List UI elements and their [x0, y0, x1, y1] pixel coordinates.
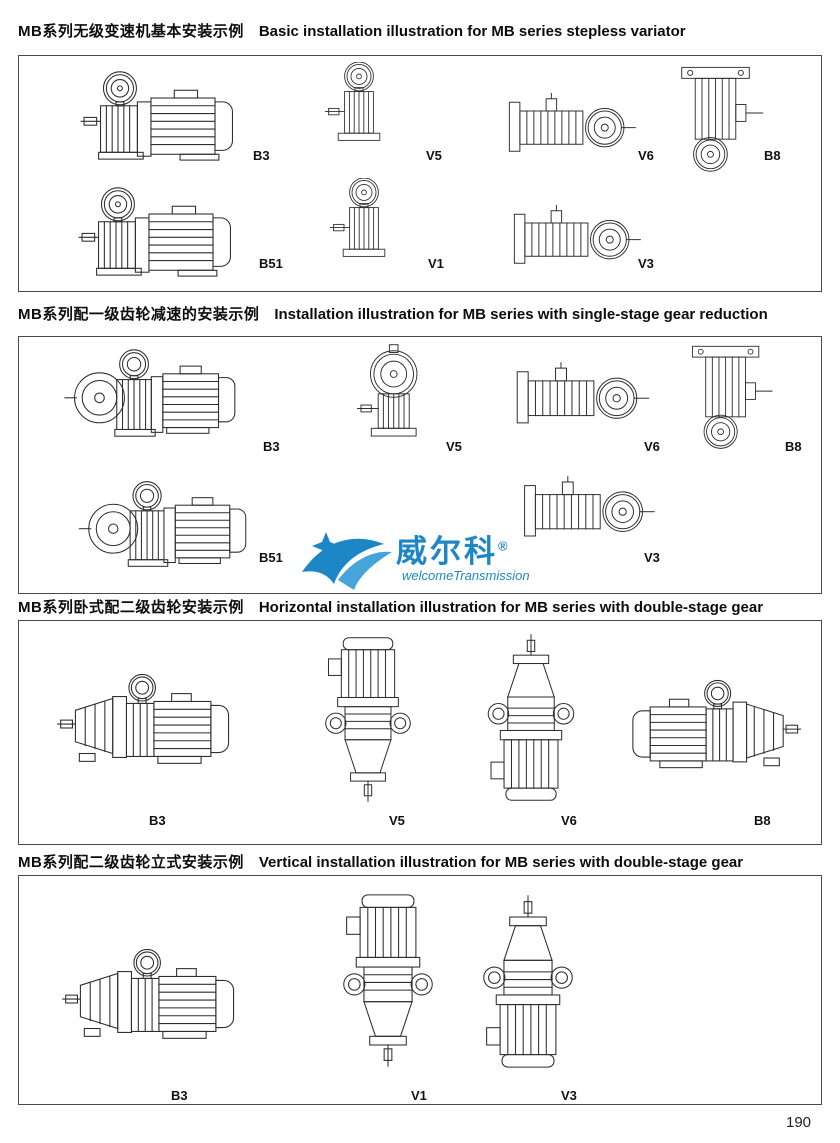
- figure-label-b3: B3: [253, 148, 270, 163]
- section-title-horizontal-double: MB系列卧式配二级齿轮安装示例 Horizontal installation …: [18, 596, 763, 617]
- drawing-b8-variator-wall: [681, 66, 764, 172]
- brand-subtitle: welcomeTransmission: [402, 568, 530, 583]
- drawing-b3-variator-horizontal: [80, 71, 233, 161]
- figure-label-b8: B8: [764, 148, 781, 163]
- drawing-b51-gear-variator-horizontal: [78, 481, 247, 567]
- registered-mark: ®: [498, 538, 508, 554]
- drawing-v6-gear-variator-lying: [516, 362, 650, 424]
- figure-label-b51: B51: [259, 550, 283, 565]
- figure-label-v6: V6: [638, 148, 654, 163]
- figure-label-b3: B3: [171, 1088, 188, 1103]
- drawing-v5-gear-variator-vertical: [356, 344, 418, 437]
- panel-single-stage-installation: B3 V5 V6 B8 B51 V3: [18, 336, 822, 594]
- panel-horizontal-double-stage: B3 V5 V6 B8: [18, 620, 822, 845]
- figure-label-v5: V5: [389, 813, 405, 828]
- figure-label-v6: V6: [561, 813, 577, 828]
- figure-label-v3: V3: [638, 256, 654, 271]
- section-title-vertical-double: MB系列配二级齿轮立式安装示例 Vertical installation il…: [18, 851, 743, 872]
- figure-label-v5: V5: [426, 148, 442, 163]
- brand-swoosh-icon: [302, 532, 392, 590]
- panel-vertical-double-stage: B3 V1 V3: [18, 875, 822, 1105]
- section-title-single-stage: MB系列配一级齿轮减速的安装示例 Installation illustrati…: [18, 303, 768, 324]
- section-title-en: Horizontal installation illustration for…: [258, 599, 764, 616]
- figure-label-v3: V3: [644, 550, 660, 565]
- figure-label-v1: V1: [411, 1088, 427, 1103]
- drawing-b3-double-gear-horizontal: [62, 948, 235, 1039]
- figure-label-v6: V6: [644, 439, 660, 454]
- drawing-v1-variator-vertical: [329, 178, 386, 257]
- page-number: 190: [786, 1114, 812, 1131]
- section-title-en: Basic installation illustration for MB s…: [258, 23, 686, 40]
- drawing-v5-variator-vertical: [324, 62, 381, 141]
- figure-label-v1: V1: [428, 256, 444, 271]
- figure-label-b3: B3: [149, 813, 166, 828]
- brand-name-text: 威尔科: [396, 534, 498, 569]
- section-title-en: Installation illustration for MB series …: [274, 306, 768, 323]
- drawing-b8-gear-variator-wall: [691, 345, 773, 449]
- drawing-b8-double-gear-horizontal: [632, 679, 802, 769]
- drawing-v3-double-gear-stack: [483, 895, 573, 1068]
- figure-label-v3: V3: [561, 1088, 577, 1103]
- figure-label-b8: B8: [785, 439, 802, 454]
- drawing-v6-variator-lying: [508, 93, 636, 152]
- figure-label-b51: B51: [259, 256, 283, 271]
- brand-watermark: 威尔科® welcomeTransmission: [296, 518, 566, 602]
- section-title-zh: MB系列配二级齿轮立式安装示例: [18, 854, 244, 871]
- drawing-v5-double-gear-stack: [325, 637, 411, 802]
- brand-name: 威尔科®: [396, 526, 508, 571]
- drawing-b3-double-gear-horizontal: [57, 673, 230, 764]
- drawing-b51-variator-horizontal: [78, 187, 231, 277]
- figure-label-v5: V5: [446, 439, 462, 454]
- section-title-zh: MB系列卧式配二级齿轮安装示例: [18, 599, 244, 616]
- drawing-v1-double-gear-stack: [343, 894, 433, 1067]
- drawing-v3-variator-lying: [513, 205, 641, 264]
- figure-label-b8: B8: [754, 813, 771, 828]
- section-title-basic: MB系列无级变速机基本安装示例 Basic installation illus…: [18, 20, 686, 41]
- panel-basic-installation: B3 V5 V6 B8 B51 V1 V3: [18, 55, 822, 292]
- section-title-en: Vertical installation illustration for M…: [258, 854, 744, 871]
- figure-label-b3: B3: [263, 439, 280, 454]
- section-title-zh: MB系列配一级齿轮减速的安装示例: [18, 306, 260, 323]
- section-title-zh: MB系列无级变速机基本安装示例: [18, 23, 244, 40]
- drawing-v6-double-gear-stack: [487, 634, 575, 801]
- drawing-b3-gear-variator-horizontal: [64, 349, 236, 437]
